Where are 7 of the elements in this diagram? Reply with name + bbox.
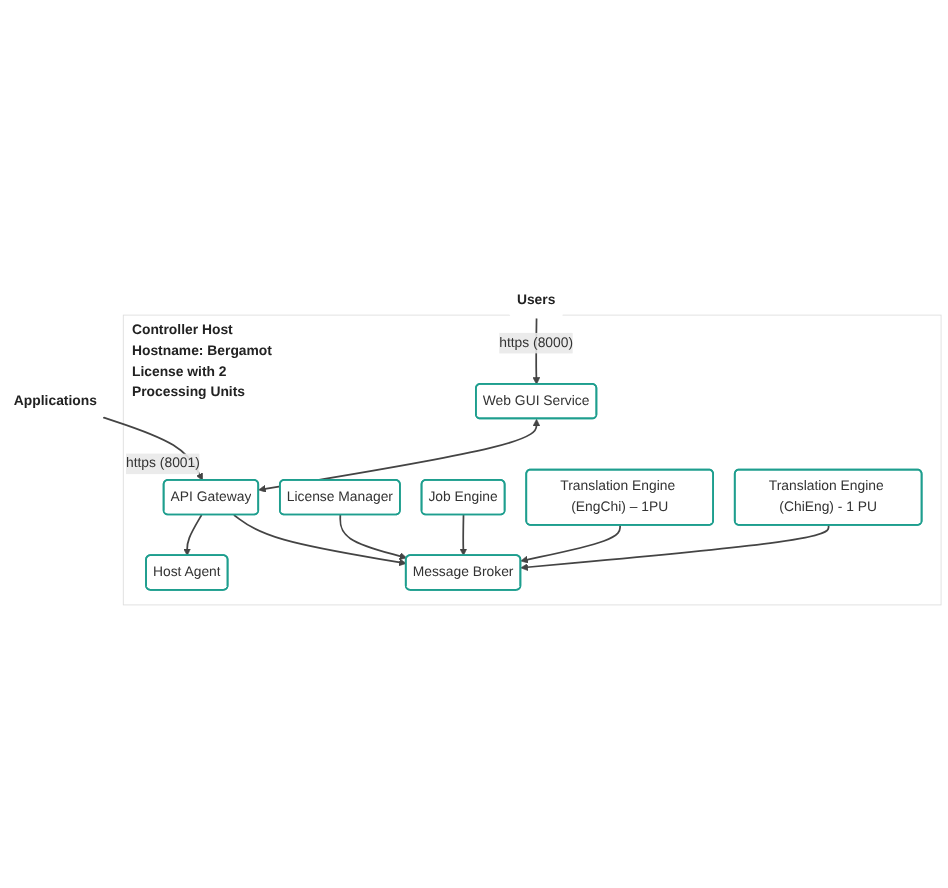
arrow: [459, 514, 468, 556]
arrow: [102, 416, 203, 481]
arrow: [233, 514, 407, 567]
arrow: [183, 514, 203, 556]
arrow: [520, 524, 621, 564]
arrow: [520, 524, 830, 571]
arrow: [339, 514, 408, 560]
